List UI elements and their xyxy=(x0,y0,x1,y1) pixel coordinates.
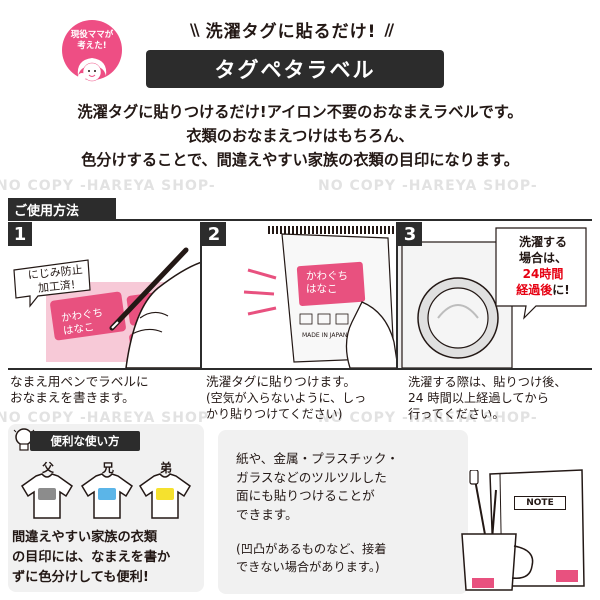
surfaces-note: (凹凸があるものなど、接着 できない場合があります。) xyxy=(236,540,446,576)
surfaces-note-line: (凹凸があるものなど、接着 xyxy=(236,542,387,556)
step-caption-2: 洗濯タグに貼りつけます。 (空気が入らないように、しっ かり貼りつけてください) xyxy=(206,374,400,422)
shirt-blue-icon xyxy=(81,473,133,519)
caption-line: おなまえを書きます。 xyxy=(10,390,135,405)
surfaces-line: 面にも貼りつけることが xyxy=(236,488,375,503)
badge-text: 現役ママが 考えた! xyxy=(66,30,118,52)
mug-toothbrush-icon xyxy=(461,470,534,591)
watermark: NO COPY -HAREYA SHOP- xyxy=(0,410,216,426)
intro-line3: 色分けすることで、間違えやすい家族の衣類の目印になります。 xyxy=(81,151,519,169)
surfaces-box xyxy=(218,430,468,594)
mom-face-icon xyxy=(77,58,107,82)
caption-line: 洗濯する際は、貼りつけ後、 xyxy=(408,375,567,389)
panel-divider xyxy=(8,368,592,370)
step-caption-1: なまえ用ペンでラベルに おなまえを書きます。 xyxy=(10,374,200,406)
tag-label-text: かわぐち はなこ xyxy=(306,270,366,296)
tips-line: 間違えやすい家族の衣類 xyxy=(12,530,158,545)
tips-line: ずに色分けしても便利! xyxy=(12,570,149,585)
badge-line2: 考えた! xyxy=(77,41,107,51)
step-panel-2: 2 かわぐち はなこ MADE IN JAPAN xyxy=(202,222,398,368)
family-label-younger-brother: 弟 xyxy=(160,461,173,475)
bubble-line-highlight: 経過後 xyxy=(516,283,553,297)
tips-label: 便利な使い方 xyxy=(30,431,140,451)
watermark: NO COPY -HAREYA SHOP- xyxy=(0,178,216,194)
caption-line: かり貼りつけてください) xyxy=(206,407,343,421)
step-number-3: 3 xyxy=(398,222,422,246)
caption-line: (空気が入らないように、しっ xyxy=(206,391,367,405)
caption-line: なまえ用ペンでラベルに xyxy=(10,374,149,389)
step-number-2: 2 xyxy=(202,222,226,246)
made-in-japan-text: MADE IN JAPAN xyxy=(302,332,348,339)
surfaces-text: 紙や、金属・プラスチック・ ガラスなどのツルツルした 面にも貼りつけることが で… xyxy=(236,450,446,524)
badge-line1: 現役ママが xyxy=(70,30,114,40)
notebook-label: NOTE xyxy=(514,496,566,510)
family-label-father: 父 xyxy=(42,461,55,475)
step-panel-1: 1 にじみ防止 加工済! かわぐち はなこ xyxy=(8,222,202,368)
bubble-line-highlight: 24時間 xyxy=(522,267,564,281)
tips-line: の目印には、なまえを書か xyxy=(12,550,171,565)
watermark: NO COPY -HAREYA SHOP- xyxy=(318,410,538,426)
step-number-1: 1 xyxy=(8,222,32,246)
washing-machine-illustration xyxy=(398,222,587,368)
family-label-brother: 兄 xyxy=(102,461,115,475)
mom-idea-badge: 現役ママが 考えた! xyxy=(62,20,122,92)
tips-text: 間違えやすい家族の衣類 の目印には、なまえを書か ずに色分けしても便利! xyxy=(12,528,202,588)
surfaces-line: ガラスなどのツルツルした xyxy=(236,469,387,485)
tag-label-illustration xyxy=(243,226,396,368)
slash-right-decoration: // xyxy=(384,19,394,39)
intro-text: 洗濯タグに貼りつけるだけ!アイロン不要のおなまえラベルです。 衣類のおなまえつけ… xyxy=(10,100,590,172)
usage-title: ご使用方法 xyxy=(8,198,116,220)
wait-24h-bubble: 洗濯する 場合は、 24時間 経過後に! xyxy=(502,234,584,298)
usage-divider xyxy=(8,219,592,221)
writing-label-illustration xyxy=(13,247,200,368)
tagline-text: 洗濯タグに貼るだけ! xyxy=(205,21,377,42)
caption-line: 行ってください。 xyxy=(408,407,505,421)
step-caption-3: 洗濯する際は、貼りつけ後、 24 時間以上経過してから 行ってください。 xyxy=(408,374,594,422)
label-line: はなこ xyxy=(306,283,338,295)
watermark: NO COPY -HAREYA SHOP- xyxy=(318,178,538,194)
surfaces-line: できます。 xyxy=(236,506,298,522)
surfaces-note-line: できない場合があります。) xyxy=(236,560,380,574)
product-name-bar: タグペタラベル xyxy=(146,50,444,88)
bubble-line-suffix: に! xyxy=(552,283,570,297)
surfaces-line: 紙や、金属・プラスチック・ xyxy=(236,451,399,466)
intro-line1: 洗濯タグに貼りつけるだけ!アイロン不要のおなまえラベルです。 xyxy=(77,103,523,121)
shirt-yellow-icon xyxy=(139,473,191,519)
slash-left-decoration: \\ xyxy=(189,19,200,39)
caption-line: 24 時間以上経過してから xyxy=(408,391,549,405)
header-tagline: \\ 洗濯タグに貼るだけ! // xyxy=(136,16,446,42)
caption-line: 洗濯タグに貼りつけます。 xyxy=(206,374,356,389)
bubble-line: 場合は、 xyxy=(518,251,567,265)
intro-line2: 衣類のおなまえつけはもちろん、 xyxy=(186,127,414,145)
label-line: かわぐち xyxy=(306,270,348,282)
step-panel-3: 3 洗濯する 場合は、 24時間 経過後に! xyxy=(398,222,592,368)
bubble-line: 洗濯する xyxy=(518,235,567,249)
shirt-gray-icon xyxy=(21,473,73,519)
